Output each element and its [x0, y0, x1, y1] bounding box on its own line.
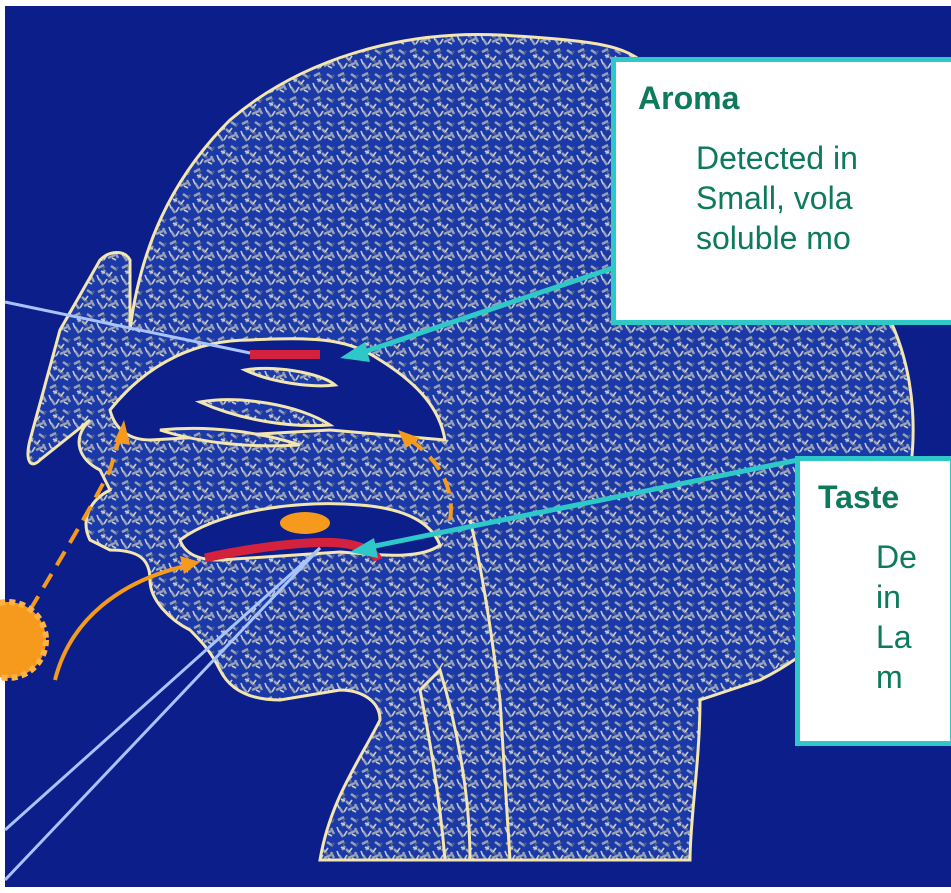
aroma-line-2: Small, vola	[696, 180, 853, 217]
taste-line-4: m	[876, 659, 903, 696]
taste-title: Taste	[818, 479, 899, 516]
taste-line-2: in	[876, 579, 901, 616]
aroma-title: Aroma	[638, 80, 739, 117]
taste-line-1: De	[876, 539, 917, 576]
food-bolus	[280, 512, 330, 534]
aroma-callout: Aroma Detected in Small, vola soluble mo	[611, 57, 951, 325]
olfactory-receptor	[250, 350, 320, 359]
taste-line-3: La	[876, 619, 912, 656]
aroma-line-3: soluble mo	[696, 220, 851, 257]
aroma-line-1: Detected in	[696, 140, 858, 177]
taste-callout: Taste De in La m	[795, 456, 951, 746]
